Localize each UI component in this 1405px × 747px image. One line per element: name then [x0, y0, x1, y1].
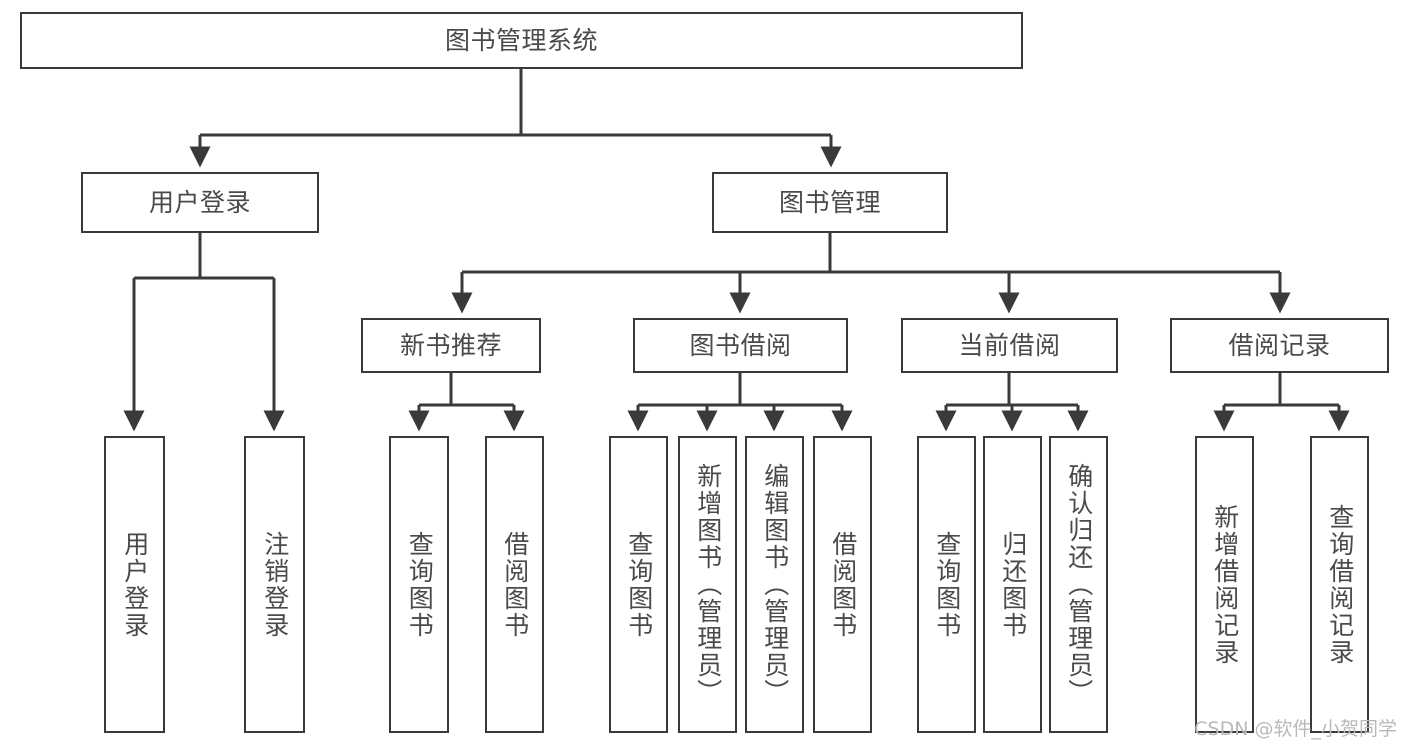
node-root-label: 图书管理系统 [444, 25, 598, 55]
node-current-borrow[interactable]: 当前借阅 [901, 318, 1118, 373]
node-leaf-confirm-return[interactable]: 确认归还（管理员） [1049, 436, 1108, 733]
node-leaf-query-book-2[interactable]: 查询图书 [609, 436, 668, 733]
node-leaf-query-book-3-label: 查询图书 [932, 530, 962, 639]
node-book-borrow[interactable]: 图书借阅 [633, 318, 848, 373]
node-leaf-add-record[interactable]: 新增借阅记录 [1195, 436, 1254, 733]
node-new-book-recommend[interactable]: 新书推荐 [361, 318, 541, 373]
node-leaf-user-login-label: 用户登录 [120, 530, 150, 639]
node-leaf-query-book-1-label: 查询图书 [405, 530, 435, 639]
node-leaf-borrow-book-2[interactable]: 借阅图书 [813, 436, 872, 733]
watermark-text: CSDN @软件_小贺同学 [1194, 718, 1397, 740]
node-leaf-borrow-book-1[interactable]: 借阅图书 [485, 436, 544, 733]
node-new-book-recommend-label: 新书推荐 [399, 330, 502, 360]
node-leaf-user-login[interactable]: 用户登录 [104, 436, 165, 733]
node-root[interactable]: 图书管理系统 [20, 12, 1023, 69]
node-book-manage[interactable]: 图书管理 [712, 172, 948, 233]
node-book-manage-label: 图书管理 [778, 187, 881, 217]
node-leaf-add-book-label: 新增图书（管理员） [693, 463, 723, 706]
node-user-login[interactable]: 用户登录 [81, 172, 319, 233]
node-leaf-return-book[interactable]: 归还图书 [983, 436, 1042, 733]
node-leaf-user-logout-label: 注销登录 [260, 530, 290, 639]
node-borrow-record[interactable]: 借阅记录 [1170, 318, 1389, 373]
node-leaf-user-logout[interactable]: 注销登录 [244, 436, 305, 733]
node-leaf-add-record-label: 新增借阅记录 [1210, 503, 1240, 666]
node-leaf-edit-book[interactable]: 编辑图书（管理员） [745, 436, 804, 733]
node-book-borrow-label: 图书借阅 [689, 330, 792, 360]
node-leaf-query-record[interactable]: 查询借阅记录 [1310, 436, 1369, 733]
node-leaf-query-book-3[interactable]: 查询图书 [917, 436, 976, 733]
node-leaf-query-book-2-label: 查询图书 [624, 530, 654, 639]
node-current-borrow-label: 当前借阅 [958, 330, 1061, 360]
node-leaf-borrow-book-1-label: 借阅图书 [500, 530, 530, 639]
node-leaf-return-book-label: 归还图书 [998, 530, 1028, 639]
node-user-login-label: 用户登录 [148, 187, 251, 217]
node-borrow-record-label: 借阅记录 [1228, 330, 1331, 360]
node-leaf-query-book-1[interactable]: 查询图书 [389, 436, 449, 733]
node-leaf-confirm-return-label: 确认归还（管理员） [1064, 463, 1094, 706]
node-leaf-borrow-book-2-label: 借阅图书 [828, 530, 858, 639]
node-leaf-add-book[interactable]: 新增图书（管理员） [678, 436, 737, 733]
node-leaf-query-record-label: 查询借阅记录 [1325, 503, 1355, 666]
node-leaf-edit-book-label: 编辑图书（管理员） [760, 463, 790, 706]
